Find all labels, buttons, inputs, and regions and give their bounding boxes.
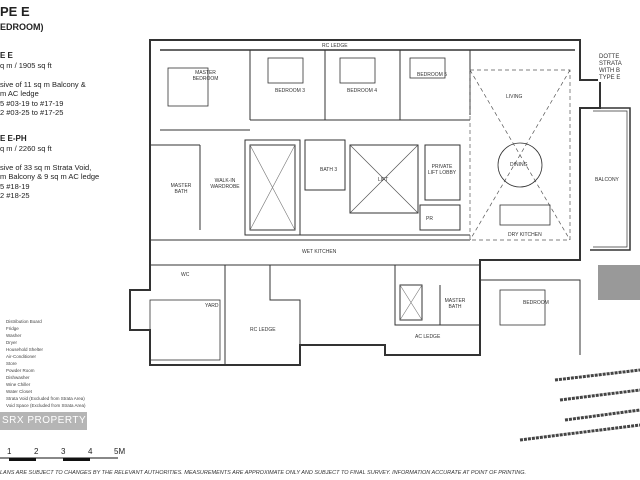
legend-item: Void Space (Excluded from Strata Area)	[6, 403, 86, 408]
disclaimer: LANS ARE SUBJECT TO CHANGES BY THE RELEV…	[0, 470, 527, 476]
side-note-line: DOTTE	[599, 54, 620, 60]
unit-e-ph-info: E E-PH q m / 2260 sq ft sive of 33 sq m …	[0, 134, 99, 201]
legend-item: Household Shelter	[6, 347, 44, 352]
unit-e-ph-incl-2: m Balcony & 9 sq m AC ledge	[0, 172, 100, 181]
legend-item: Distribution Board	[6, 319, 42, 324]
scale-label: 5M	[114, 447, 126, 456]
room-label-master-bath: MASTER BATH	[170, 183, 192, 195]
legend-item: Water Closet	[6, 389, 32, 394]
unit-e-stack-1: 5 #03-19 to #17-19	[0, 98, 64, 108]
room-label-dry-kitchen: DRY KITCHEN	[508, 232, 542, 238]
unit-e-stack-2: 2 #03-25 to #17-25	[0, 108, 64, 117]
room-label-yard: YARD	[205, 303, 219, 309]
room-label-private-lift-lobby: PRIVATE LIFT LOBBY	[427, 164, 457, 176]
unit-e-name: E E	[0, 51, 13, 60]
unit-e-info: E E q m / 1905 sq ft sive of 11 sq m Bal…	[0, 51, 86, 118]
scale-label: 4	[88, 447, 93, 456]
watermark: SRX PROPERTY	[0, 412, 87, 430]
room-label-ac-ledge: AC LEDGE	[415, 334, 441, 340]
unit-e-incl-1: sive of 11 sq m Balcony &	[0, 79, 86, 89]
room-label-master-bath-2: MASTER BATH	[444, 298, 466, 310]
scale-label: 2	[34, 447, 39, 456]
room-label-master-bedroom: MASTER BEDROOM	[192, 70, 219, 82]
room-label-rc-ledge: RC LEDGE	[322, 43, 348, 49]
plan-subtitle: EDROOM)	[0, 22, 44, 32]
legend-item: Wine Chiller	[6, 382, 31, 387]
legend-item: Fridge	[6, 326, 19, 331]
side-note-line: WITH B	[599, 68, 620, 74]
legend-item: Air-Conditioner	[6, 354, 37, 359]
legend-item: Store	[6, 361, 17, 366]
room-label-wet-kitchen: WET KITCHEN	[302, 249, 337, 255]
room-label-bedroom-4: BEDROOM 4	[347, 88, 378, 94]
side-note: DOTTE STRATA WITH B TYPE E	[598, 54, 623, 82]
unit-e-ph-incl-1: sive of 33 sq m Strata Void,	[0, 162, 92, 172]
legend-item: Powder Room	[6, 368, 35, 373]
unit-e-ph-area: q m / 2260 sq ft	[0, 143, 52, 153]
room-label-wc: WC	[181, 272, 190, 278]
room-label-bedroom: BEDROOM	[523, 300, 549, 306]
scale-label: 1	[7, 447, 12, 456]
legend-item: Washer	[6, 333, 22, 338]
legend-item: Dryer	[6, 340, 17, 345]
unit-e-area: q m / 1905 sq ft	[0, 60, 52, 70]
room-label-walk-in-wardrobe: WALK-IN WARDROBE	[210, 178, 240, 190]
legend-item: Strata Void (Excluded from Strata Area)	[6, 396, 85, 401]
unit-e-incl-2: m AC ledge	[0, 89, 39, 98]
room-label-living: LIVING	[506, 94, 523, 100]
side-note-line: TYPE E	[599, 75, 621, 81]
unit-e-ph-stack-1: 5 #18-19	[0, 181, 30, 191]
legend-item: Dishwasher	[6, 375, 30, 380]
unit-e-ph-stack-2: 2 #18-25	[0, 191, 30, 200]
unit-e-ph-name: E E-PH	[0, 134, 27, 143]
room-label-dining: DINING	[510, 162, 528, 168]
room-label-pr: PR	[426, 216, 433, 222]
room-label-balcony: BALCONY	[595, 177, 619, 183]
scale-label: 3	[61, 447, 66, 456]
plan-title: PE E	[0, 4, 30, 19]
room-label-bath-3: BATH 3	[320, 167, 338, 173]
room-label-bedroom-3: BEDROOM 3	[275, 88, 306, 94]
room-label-lift: LIFT	[378, 177, 389, 183]
room-label-bedroom-5: BEDROOM 5	[417, 72, 448, 78]
room-label-rc-ledge-bottom: RC LEDGE	[250, 327, 276, 333]
side-note-line: STRATA	[599, 61, 622, 67]
